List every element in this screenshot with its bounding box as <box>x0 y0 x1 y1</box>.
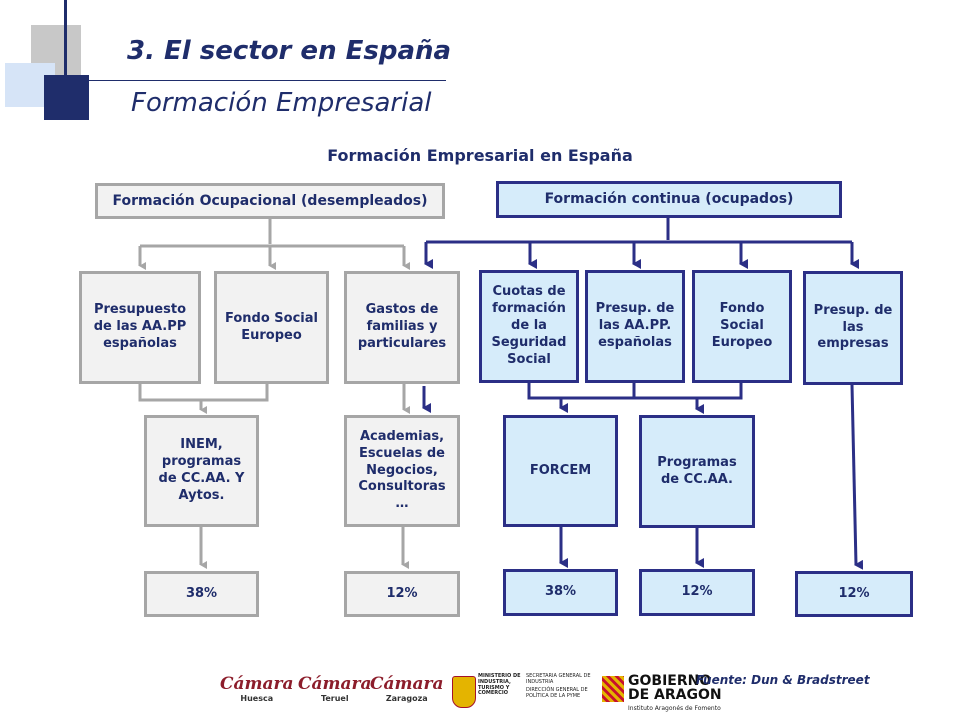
pct-academias: 12% <box>344 571 460 617</box>
pct-forcem: 38% <box>503 569 618 616</box>
aragon-flag-icon <box>602 676 624 702</box>
box-presup-empresas: Presup. de las empresas <box>803 271 903 385</box>
header-formacion-ocupacional: Formación Ocupacional (desempleados) <box>95 183 445 219</box>
source-note: Fuente: Dun & Bradstreet <box>696 673 870 687</box>
left-tree <box>138 218 410 569</box>
box-inem: INEM, programas de CC.AA. Y Aytos. <box>144 415 259 527</box>
box-presup-aapp: Presup. de las AA.PP. españolas <box>585 270 685 383</box>
box-academias: Academias, Escuelas de Negocios, Consult… <box>344 415 460 527</box>
box-presupuesto-aapp: Presupuesto de las AA.PP españolas <box>79 271 201 384</box>
slide-subtitle: Formación Empresarial <box>131 88 432 118</box>
header-formacion-continua: Formación continua (ocupados) <box>496 181 842 218</box>
diagram-title: Formación Empresarial en España <box>327 146 633 165</box>
decor-line-horizontal <box>66 80 446 81</box>
box-cuotas-formacion: Cuotas de formación de la Seguridad Soci… <box>479 270 579 383</box>
spain-shield-icon <box>452 676 476 708</box>
right-tree <box>422 218 864 570</box>
pct-inem: 38% <box>144 571 259 617</box>
pct-programas-ccaa: 12% <box>639 569 755 616</box>
box-programas-ccaa: Programas de CC.AA. <box>639 415 755 528</box>
box-fondo-social-right: Fondo Social Europeo <box>692 270 792 383</box>
box-fondo-social-left: Fondo Social Europeo <box>214 271 329 384</box>
box-forcem: FORCEM <box>503 415 618 527</box>
decor-line-vertical <box>64 0 67 110</box>
section-title: 3. El sector en España <box>127 36 452 66</box>
logo-ministerio: MINISTERIO DE INDUSTRIA, TURISMO Y COMER… <box>452 673 592 710</box>
box-gastos-familias: Gastos de familias y particulares <box>344 271 460 384</box>
pct-empresas: 12% <box>795 571 913 617</box>
logo-gobierno-aragon: GOBIERNO DE ARAGON Instituto Aragonés de… <box>602 672 722 716</box>
